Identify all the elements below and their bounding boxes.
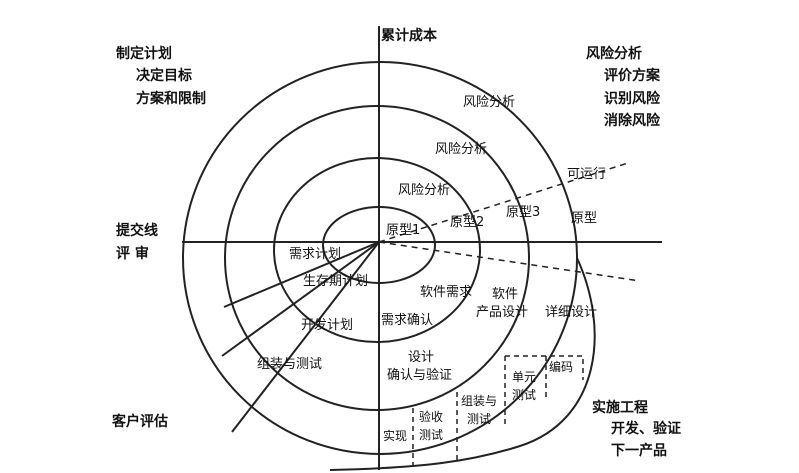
development-plan: 开发计划: [301, 317, 353, 333]
risk-line-4: 消除风险: [604, 112, 661, 129]
prototype-operational-1: 可运行: [567, 167, 606, 182]
engineering-line-2: 开发、验证: [611, 420, 681, 437]
evaluation-line-3: [221, 241, 380, 357]
risk-label-middle: 风险分析: [435, 142, 487, 157]
implementation-label: 实现: [383, 428, 407, 443]
spiral-ring-3: [224, 105, 530, 411]
lifecycle-plan: 生存期计划: [303, 274, 368, 289]
risk-line-3: 识别风险: [604, 90, 661, 107]
unit-test-line-1: 单元: [512, 370, 536, 384]
plan-title: 制定计划: [116, 45, 172, 62]
dashed-line-lower: [378, 241, 641, 282]
assembly-test-line-1: 组装与: [461, 394, 497, 408]
prototype-operational-2: 原型: [571, 211, 597, 226]
acceptance-test-line-1: 验收: [419, 409, 443, 424]
requirements-plan: 需求计划: [289, 247, 341, 262]
spiral-ring-1: [322, 206, 436, 284]
engineering-line-3: 下一产品: [611, 442, 667, 459]
product-design-line-2: 产品设计: [476, 305, 528, 320]
assembly-test-plan: 组装与测试: [257, 357, 322, 372]
detailed-design: 详细设计: [545, 305, 597, 320]
risk-label-inner: 风险分析: [398, 183, 450, 198]
spiral-tail: [329, 257, 596, 471]
product-design-line-1: 软件: [492, 287, 518, 302]
risk-line-2: 评价方案: [604, 67, 661, 84]
plan-line-2: 决定目标: [136, 67, 192, 84]
submit-line-label: 提交线: [116, 222, 158, 239]
customer-eval-label: 客户评估: [111, 413, 168, 430]
spiral-ring-2: [273, 157, 481, 343]
evaluation-line-2: [223, 241, 380, 308]
risk-label-outer: 风险分析: [463, 95, 515, 110]
review-label: 评 审: [116, 245, 149, 262]
prototype-1: 原型1: [386, 223, 420, 238]
dashed-box-unit: [505, 355, 584, 380]
unit-test-line-2: 测试: [512, 387, 536, 402]
design-verify-line-1: 设计: [408, 350, 434, 365]
coding-label: 编码: [549, 359, 573, 374]
design-verify-line-2: 确认与验证: [387, 367, 452, 383]
evaluation-line-1: [231, 241, 380, 433]
prototype-3: 原型3: [506, 205, 540, 220]
requirements-confirmation: 需求确认: [381, 313, 433, 328]
risk-title: 风险分析: [586, 45, 642, 62]
acceptance-test-line-2: 测试: [419, 427, 443, 442]
software-requirements: 软件需求: [420, 285, 472, 300]
plan-line-3: 方案和限制: [136, 90, 206, 107]
prototype-2: 原型2: [450, 215, 484, 230]
engineering-title: 实施工程: [592, 399, 648, 416]
assembly-test-line-2: 测试: [467, 411, 491, 426]
cumulative-cost-label: 累计成本: [381, 27, 438, 44]
